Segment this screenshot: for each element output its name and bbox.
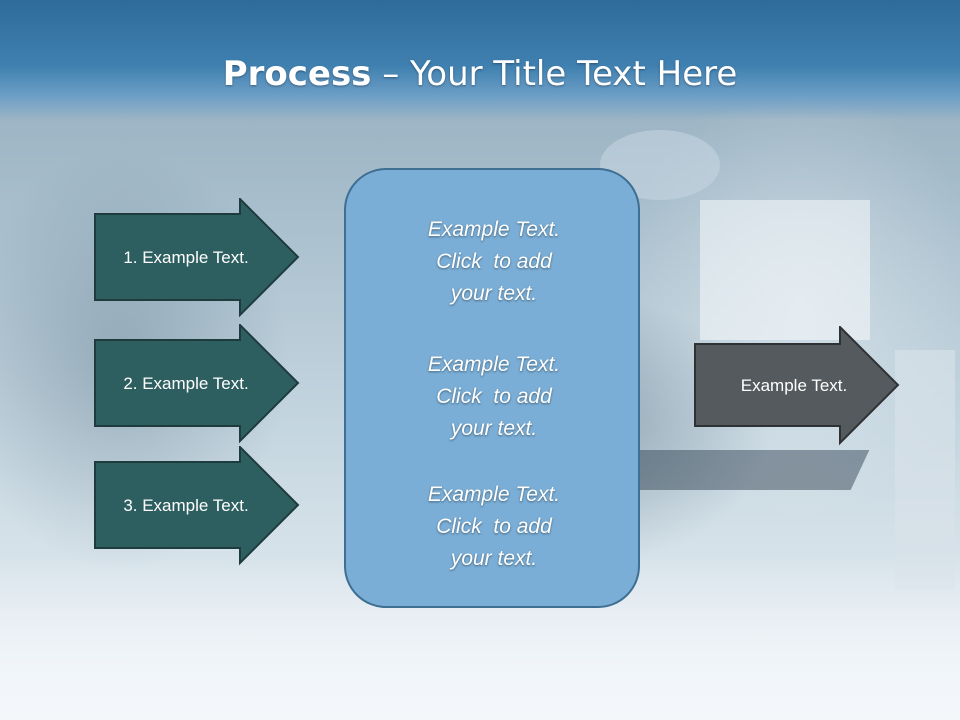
step-arrow-3-shape	[94, 446, 300, 566]
center-paragraph-1-line2: Click to add	[436, 250, 552, 273]
center-paragraph-3: Example Text. Click to add your text.	[346, 479, 642, 575]
center-paragraph-3-line3: your text.	[450, 547, 538, 570]
step-arrow-1[interactable]: 1. Example Text.	[94, 198, 300, 318]
step-arrow-2-shape	[94, 324, 300, 444]
title-bold: Process	[222, 54, 372, 94]
background-window	[700, 200, 870, 340]
center-paragraph-2-line2: Click to add	[436, 385, 552, 408]
step-arrow-1-label: 1. Example Text.	[123, 248, 249, 267]
center-paragraph-1-line1: Example Text.	[427, 218, 561, 241]
title-rest: – Your Title Text Here	[371, 54, 738, 94]
step-arrow-2[interactable]: 2. Example Text.	[94, 324, 300, 444]
center-paragraph-2-line1: Example Text.	[427, 353, 561, 376]
center-paragraph-2: Example Text. Click to add your text.	[346, 349, 642, 445]
background-equipment	[895, 350, 955, 590]
slide-title[interactable]: Process – Your Title Text Here	[0, 52, 960, 96]
center-paragraph-1: Example Text. Click to add your text.	[346, 214, 642, 310]
step-arrow-3-label: 3. Example Text.	[123, 496, 249, 515]
center-paragraph-3-line1: Example Text.	[427, 483, 561, 506]
result-arrow-shape	[694, 326, 900, 446]
step-arrow-1-shape	[94, 198, 300, 318]
center-text-box[interactable]: Example Text. Click to add your text. Ex…	[344, 168, 640, 608]
step-arrow-2-label: 2. Example Text.	[123, 374, 249, 393]
title-bar	[0, 0, 960, 120]
center-paragraph-3-line2: Click to add	[436, 515, 552, 538]
step-arrow-3[interactable]: 3. Example Text.	[94, 446, 300, 566]
result-arrow-label: Example Text.	[740, 376, 848, 395]
result-arrow[interactable]: Example Text.	[694, 326, 900, 446]
center-paragraph-1-line3: your text.	[450, 282, 538, 305]
center-paragraph-2-line3: your text.	[450, 417, 538, 440]
